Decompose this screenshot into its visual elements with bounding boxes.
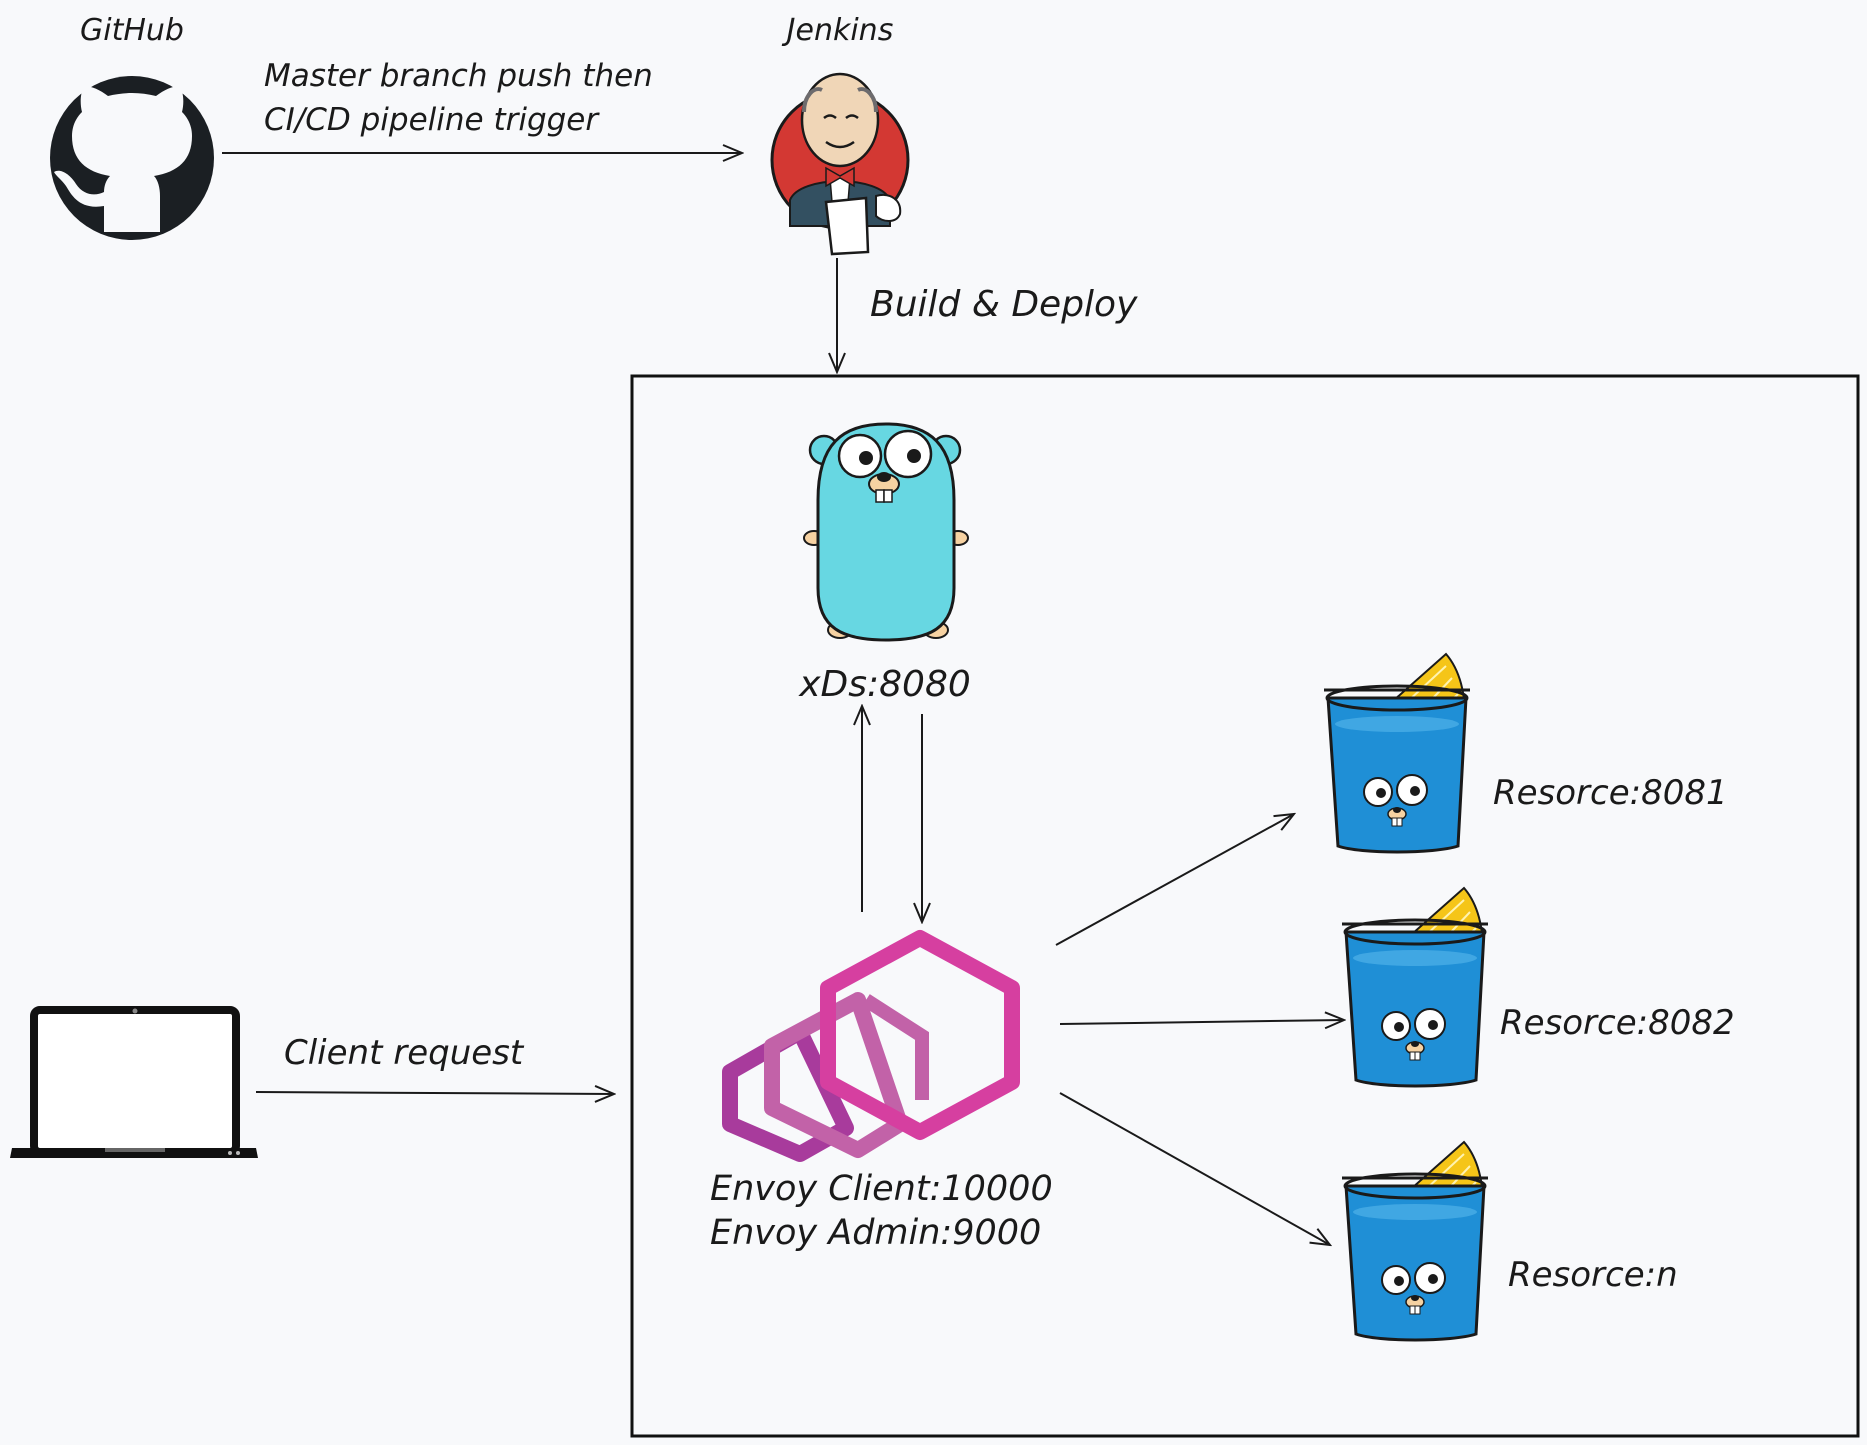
laptop-icon (10, 1006, 258, 1158)
resource-8081-label: Resorce:8081 (1493, 773, 1728, 813)
envoy-icon (722, 930, 1020, 1162)
github-jenkins-label-line2: CI/CD pipeline trigger (264, 102, 600, 138)
github-label: GitHub (80, 13, 184, 48)
client-request-label: Client request (284, 1033, 525, 1073)
jenkins-icon (770, 72, 910, 256)
gopher-glass-icon (1342, 1140, 1488, 1342)
envoy-admin-label: Envoy Admin:9000 (710, 1213, 1041, 1253)
resource-n-label: Resorce:n (1508, 1255, 1678, 1295)
envoy-to-resource-n-arrow (1059, 1092, 1330, 1245)
client-to-envoy-arrow (255, 1092, 614, 1094)
envoy-to-resource-8081-arrow (1055, 814, 1294, 946)
github-jenkins-label-line1: Master branch push then (264, 58, 653, 94)
resource-8082-label: Resorce:8082 (1500, 1003, 1735, 1043)
cluster-boundary (630, 374, 1860, 1438)
gopher-glass-icon (1342, 886, 1488, 1088)
jenkins-label: Jenkins (782, 13, 894, 48)
envoy-to-resource-8082-arrow (1059, 1020, 1344, 1024)
xds-label: xDs:8080 (798, 664, 971, 705)
build-deploy-label: Build & Deploy (870, 284, 1138, 325)
gopher-glass-icon (1324, 652, 1470, 854)
go-gopher-icon (803, 422, 969, 642)
envoy-client-label: Envoy Client:10000 (710, 1169, 1053, 1209)
github-icon (50, 76, 214, 240)
